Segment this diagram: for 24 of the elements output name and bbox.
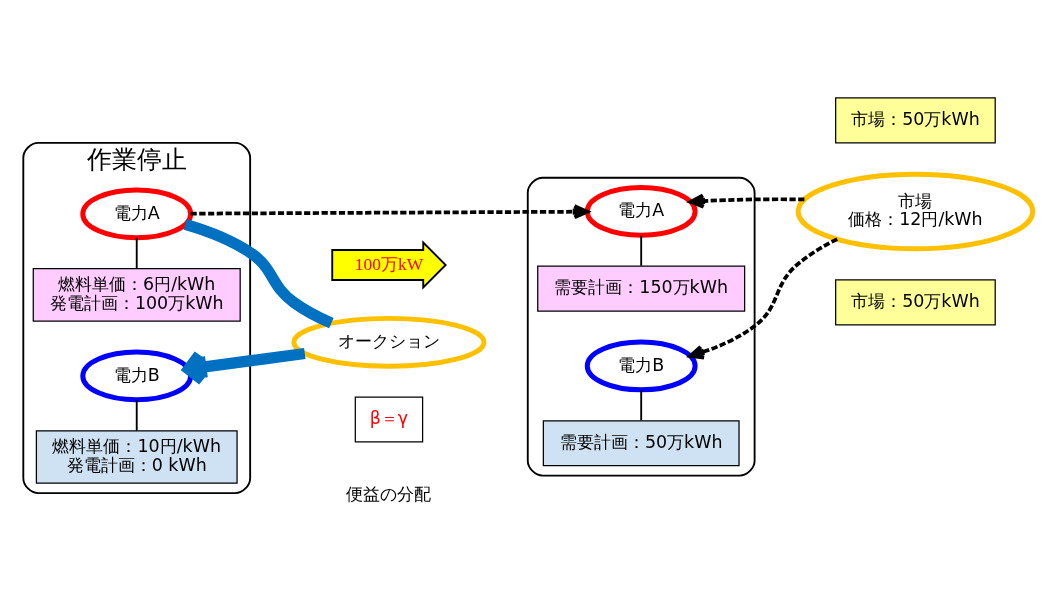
arrow [182,347,306,386]
node-ellipse: 市場 価格：12円/kWh [795,171,1036,252]
node-box: 燃料単価：10円/kWh 発電計画：0 kWh [35,430,238,484]
node-ellipse: 電力B [80,349,194,403]
node-ellipse: オークション [291,315,487,369]
cluster [526,176,756,477]
node-ellipse: 電力A [80,187,194,241]
connector [135,398,138,432]
node-box: β＝γ [354,396,424,443]
connector [640,234,643,267]
connector [183,218,334,329]
node-ellipse: 電力A [584,185,698,238]
arrow [190,204,589,220]
node-box: 市場：50万kWh [835,97,996,144]
node-box: 市場：50万kWh [835,279,996,326]
arrow [688,237,838,360]
node-box: 需要計画：50万kWh [542,420,740,467]
node-box: 需要計画：150万kWh [537,265,746,312]
connector [135,236,138,270]
arrow [688,193,805,209]
label: 便益の分配 [346,484,432,505]
node-ellipse: 電力B [584,339,698,393]
connector [640,389,643,422]
node-box: 燃料単価：6円/kWh 発電計画：100万kWh [32,268,241,322]
